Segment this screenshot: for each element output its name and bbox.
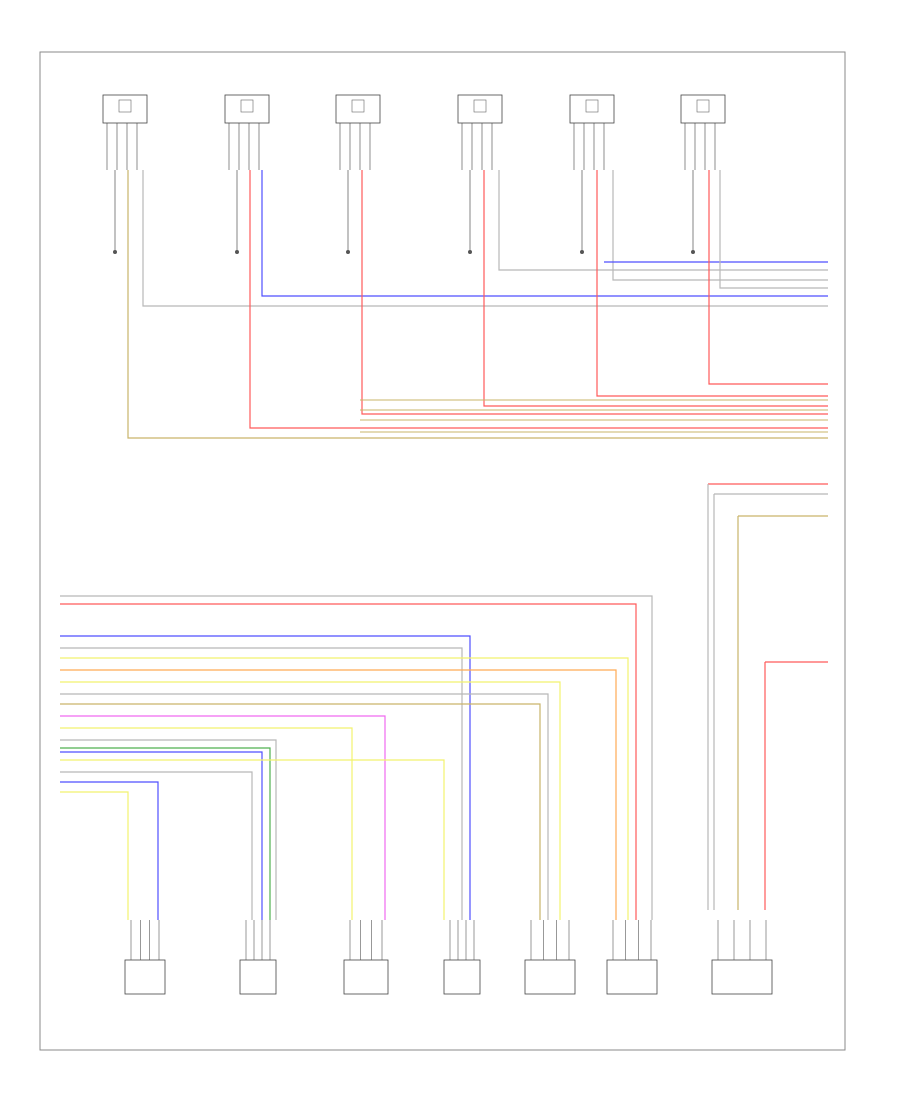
wire <box>60 669 617 920</box>
wire <box>719 170 828 289</box>
top-connector <box>224 94 270 254</box>
wire <box>483 170 828 407</box>
bottom-component-group <box>124 920 773 995</box>
wire <box>261 170 828 297</box>
wire <box>361 170 828 415</box>
bottom-component <box>606 920 658 995</box>
wire <box>60 657 629 920</box>
top-connector <box>102 94 148 254</box>
wire <box>60 693 549 920</box>
top-connector <box>457 94 503 254</box>
wire <box>60 635 471 920</box>
wire <box>60 739 277 920</box>
wire <box>60 759 445 920</box>
wire <box>60 771 253 920</box>
wire <box>60 747 271 920</box>
wire <box>60 681 561 920</box>
wire <box>60 781 159 920</box>
bottom-component <box>711 920 773 995</box>
wire <box>737 515 828 910</box>
wire <box>60 727 353 920</box>
wire <box>60 791 129 920</box>
wire <box>60 603 637 920</box>
component-body <box>124 959 166 995</box>
wire <box>60 647 463 920</box>
diagram-frame <box>39 51 846 1051</box>
component-body <box>711 959 773 995</box>
connector-inner <box>696 99 710 113</box>
connector-inner <box>240 99 254 113</box>
ground-point <box>113 250 117 254</box>
ground-point <box>468 250 472 254</box>
component-body <box>524 959 576 995</box>
ground-point <box>580 250 584 254</box>
component-body <box>443 959 481 995</box>
wire <box>498 170 828 271</box>
wire <box>596 170 828 397</box>
bottom-component <box>524 920 576 995</box>
bottom-component <box>239 920 277 995</box>
wire <box>127 170 828 439</box>
wire <box>60 595 653 920</box>
wire <box>60 715 386 920</box>
wire <box>60 751 263 920</box>
ground-point <box>235 250 239 254</box>
connector-inner <box>351 99 365 113</box>
connector-inner <box>118 99 132 113</box>
top-connector <box>569 94 615 254</box>
top-connector <box>335 94 381 254</box>
component-body <box>606 959 658 995</box>
wire <box>142 170 828 307</box>
wire <box>249 170 828 429</box>
top-connector-group <box>102 94 726 254</box>
bottom-component <box>343 920 389 995</box>
bottom-wire-harness <box>60 595 653 920</box>
wire <box>764 661 828 910</box>
connector-body <box>457 94 503 124</box>
ground-point <box>691 250 695 254</box>
component-body <box>343 959 389 995</box>
top-connector <box>680 94 726 254</box>
ground-point <box>346 250 350 254</box>
connector-inner <box>473 99 487 113</box>
bottom-component <box>443 920 481 995</box>
wire <box>708 170 828 385</box>
top-wire-harness <box>127 170 828 910</box>
wire <box>612 170 828 281</box>
wire <box>60 703 541 920</box>
bottom-component <box>124 920 166 995</box>
component-body <box>239 959 277 995</box>
connector-inner <box>585 99 599 113</box>
